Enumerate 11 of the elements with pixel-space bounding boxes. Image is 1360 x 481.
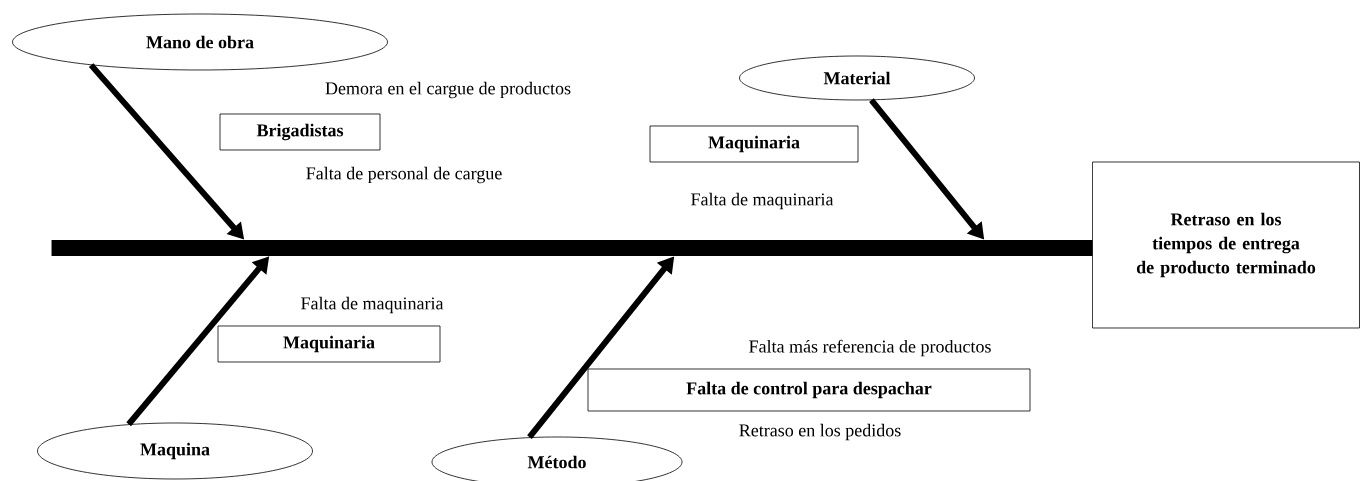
cause-text: Demora en el cargue de productos [325, 81, 571, 99]
cause-box: Maquinaria [649, 125, 859, 163]
cause-text: Falta de maquinaria [691, 192, 834, 210]
cause-box: Brigadistas [219, 113, 381, 151]
cause-text: Falta de personal de cargue [306, 166, 502, 184]
cause-box: Maquinaria [217, 325, 441, 363]
cause-text: Falta más referencia de productos [749, 339, 991, 357]
cause-text: Retraso en los pedidos [739, 423, 901, 441]
cause-text: Falta de maquinaria [301, 296, 444, 314]
cause-box: Falta de control para despachar [587, 368, 1031, 412]
effect-box: Retraso en los tiempos de entrega de producto terminado [1092, 161, 1360, 329]
